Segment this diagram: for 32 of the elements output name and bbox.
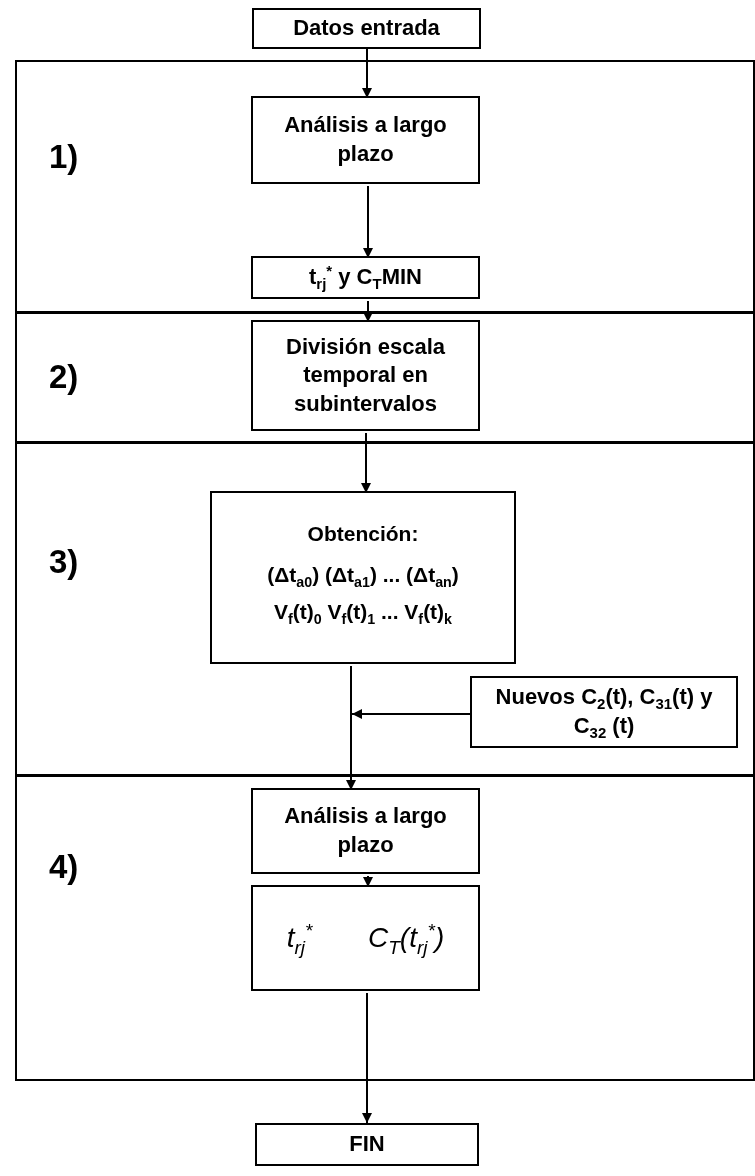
box-text: Datos entrada	[293, 14, 440, 43]
step-number: 3)	[49, 543, 79, 581]
arrow	[361, 432, 371, 494]
arrow	[363, 300, 373, 323]
process-box	[252, 8, 481, 49]
arrow	[362, 48, 372, 99]
arrow	[346, 665, 356, 791]
box-text: Análisis a largo plazo	[283, 111, 448, 168]
step-number: 2)	[49, 358, 79, 396]
box-text: t$_{rj}$$^{*}$ y C$_{T}$MIN	[309, 263, 422, 292]
box-text: V$_{f}$(t)$_{0}$ V$_{f}$(t)$_{1}$ ... V$_{f}$(t)$_{k}$	[273, 599, 453, 626]
process-box	[251, 256, 480, 299]
box-text: FIN	[349, 1130, 385, 1159]
process-box	[251, 96, 480, 184]
box-heading: Obtención:	[307, 520, 419, 547]
step-number: 4)	[49, 848, 79, 886]
box-text: (Δt$_{a0}$) (Δt$_{a1}$) ... (Δt$_{an}$)	[267, 561, 459, 589]
process-box	[255, 1123, 479, 1166]
box-text: Análisis a largo plazo	[283, 802, 448, 859]
process-box	[210, 491, 516, 664]
process-box	[470, 676, 738, 748]
box-text: División escala temporal en subintervalos	[285, 332, 446, 418]
process-box	[251, 885, 480, 991]
box-text: C$_{T}$(t$_{rj}$$^{*}$)	[367, 919, 445, 957]
step-number: 1)	[49, 138, 79, 176]
process-box	[251, 788, 480, 874]
box-text: Nuevos C$_{2}$(t), C$_{31}$(t) y C$_{32}$ (t)	[494, 683, 714, 741]
process-box	[251, 320, 480, 431]
arrow	[362, 992, 372, 1124]
arrow	[351, 709, 473, 719]
arrow	[363, 185, 373, 259]
arrow	[363, 875, 373, 888]
